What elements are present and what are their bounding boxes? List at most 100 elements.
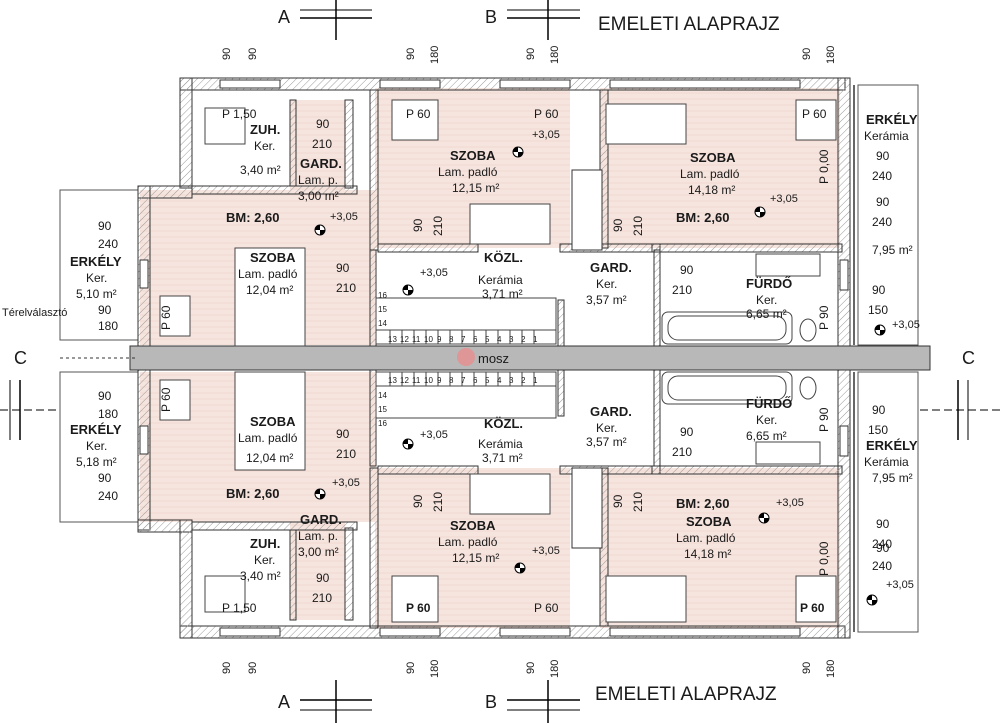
svg-text:SZOBA: SZOBA (250, 414, 296, 429)
svg-text:P 60: P 60 (802, 107, 827, 121)
svg-text:P 90: P 90 (817, 407, 831, 432)
section-a-top: A (278, 0, 372, 40)
svg-text:15: 15 (378, 305, 387, 314)
room-kozl-top: KÖZL. Kerámia 3,71 m² (478, 250, 523, 301)
svg-text:Kerámia: Kerámia (864, 455, 909, 469)
svg-text:210: 210 (672, 283, 692, 297)
svg-text:Lam. padló: Lam. padló (680, 167, 740, 181)
svg-text:90: 90 (98, 219, 112, 233)
svg-text:180: 180 (825, 660, 837, 678)
svg-text:90: 90 (405, 48, 417, 60)
svg-text:Ker.: Ker. (596, 277, 617, 291)
svg-text:210: 210 (312, 137, 332, 151)
stairs-bottom-numbers: 13 12 11 10 9 8 7 6 5 4 3 2 1 14 15 16 (378, 376, 538, 428)
svg-text:11: 11 (412, 376, 421, 385)
svg-text:3,71 m²: 3,71 m² (482, 451, 523, 465)
bm-labels: BM: 2,60 BM: 2,60 BM: 2,60 BM: 2,60 (226, 210, 729, 511)
svg-text:Ker.: Ker. (756, 293, 777, 307)
svg-text:7,95 m²: 7,95 m² (872, 243, 913, 257)
svg-text:Lam. padló: Lam. padló (238, 267, 298, 281)
svg-text:90: 90 (336, 427, 350, 441)
svg-text:FÜRDŐ: FÜRDŐ (746, 276, 792, 291)
svg-text:16: 16 (378, 419, 387, 428)
svg-text:210: 210 (431, 216, 445, 236)
svg-text:6: 6 (473, 335, 478, 344)
svg-text:P 60: P 60 (406, 107, 431, 121)
svg-text:90: 90 (98, 389, 112, 403)
svg-text:90: 90 (876, 149, 890, 163)
svg-text:P 0,00: P 0,00 (817, 541, 831, 576)
svg-text:9: 9 (437, 335, 442, 344)
svg-text:210: 210 (431, 492, 445, 512)
svg-text:KÖZL.: KÖZL. (484, 416, 523, 431)
svg-text:SZOBA: SZOBA (250, 250, 296, 265)
svg-text:9: 9 (437, 376, 442, 385)
room-gard-bot-mid: GARD. Ker. 3,57 m² (586, 404, 632, 449)
svg-text:90: 90 (98, 303, 112, 317)
room-gard-top-mid: GARD. Ker. 3,57 m² (586, 260, 632, 307)
stairs-bottom (375, 371, 557, 419)
svg-text:90: 90 (872, 283, 886, 297)
svg-text:C: C (14, 348, 27, 368)
svg-text:15: 15 (378, 405, 387, 414)
svg-text:3: 3 (509, 335, 514, 344)
svg-text:7: 7 (461, 376, 466, 385)
svg-text:5,10 m²: 5,10 m² (76, 287, 117, 301)
svg-text:Lam. p.: Lam. p. (298, 173, 338, 187)
svg-text:90: 90 (680, 425, 694, 439)
watermark-logo: mosz (457, 348, 509, 366)
svg-text:90: 90 (98, 471, 112, 485)
svg-text:8: 8 (449, 335, 454, 344)
svg-text:240: 240 (872, 537, 892, 551)
section-c-right: C (920, 348, 1000, 440)
svg-text:+3,05: +3,05 (330, 211, 358, 223)
svg-text:90: 90 (316, 571, 330, 585)
svg-text:Ker.: Ker. (86, 439, 107, 453)
svg-text:+3,05: +3,05 (420, 429, 448, 441)
svg-text:BM: 2,60: BM: 2,60 (676, 496, 729, 511)
svg-text:90: 90 (872, 403, 886, 417)
svg-text:A: A (278, 7, 290, 27)
svg-text:14: 14 (378, 319, 387, 328)
svg-text:SZOBA: SZOBA (450, 148, 496, 163)
svg-text:90: 90 (247, 662, 259, 674)
svg-text:90: 90 (247, 48, 259, 60)
svg-text:C: C (962, 348, 975, 368)
room-kozl-bot: KÖZL. Kerámia 3,71 m² (478, 416, 523, 465)
svg-text:GARD.: GARD. (300, 512, 342, 527)
svg-text:90: 90 (876, 195, 890, 209)
svg-text:180: 180 (98, 319, 118, 333)
svg-text:12,04 m²: 12,04 m² (246, 283, 293, 297)
svg-text:ZUH.: ZUH. (250, 536, 280, 551)
room-erkely-top-left: ERKÉLY Ker. 5,10 m² (70, 254, 122, 301)
svg-text:6,65 m²: 6,65 m² (746, 429, 787, 443)
svg-text:180: 180 (549, 660, 561, 678)
room-erkely-bot-right: ERKÉLY Kerámia 7,95 m² (864, 438, 918, 485)
svg-text:210: 210 (672, 445, 692, 459)
terelvalaszto-label: Térelválasztó (2, 307, 67, 319)
svg-text:12: 12 (400, 376, 409, 385)
svg-text:GARD.: GARD. (590, 404, 632, 419)
svg-text:90: 90 (221, 662, 233, 674)
svg-text:13: 13 (388, 335, 397, 344)
svg-text:+3,05: +3,05 (776, 497, 804, 509)
room-furdo-bot: FÜRDŐ Ker. 6,65 m² (746, 396, 792, 443)
svg-text:Lam. p.: Lam. p. (298, 529, 338, 543)
beds (159, 99, 837, 623)
stairs-top (375, 297, 557, 345)
svg-text:5,18 m²: 5,18 m² (76, 455, 117, 469)
svg-text:12,04 m²: 12,04 m² (246, 451, 293, 465)
svg-text:7,95 m²: 7,95 m² (872, 471, 913, 485)
svg-text:240: 240 (872, 169, 892, 183)
svg-text:10: 10 (424, 335, 433, 344)
svg-text:90: 90 (876, 541, 890, 555)
svg-text:90: 90 (221, 48, 233, 60)
room-zuh-bot: ZUH. Ker. 3,40 m² P 1,50 (222, 536, 281, 615)
svg-text:2: 2 (521, 376, 526, 385)
svg-text:P 60: P 60 (534, 107, 559, 121)
svg-text:180: 180 (98, 407, 118, 421)
svg-text:Kerámia: Kerámia (864, 129, 909, 143)
svg-text:Ker.: Ker. (596, 421, 617, 435)
svg-text:B: B (485, 692, 497, 712)
